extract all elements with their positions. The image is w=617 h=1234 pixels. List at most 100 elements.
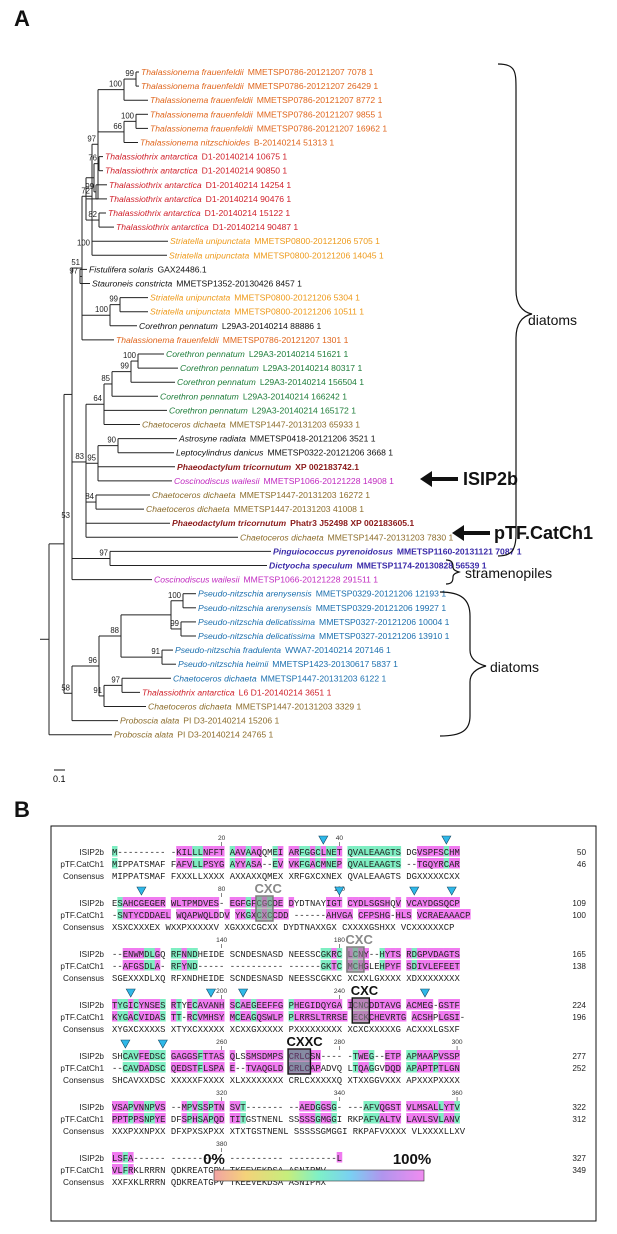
residue-shade xyxy=(272,909,279,920)
residue-shade xyxy=(128,948,134,959)
motif-box xyxy=(346,946,365,973)
residue-shade xyxy=(384,960,391,971)
residue-shade xyxy=(336,897,343,908)
residue-shade xyxy=(176,960,182,971)
residue-shade xyxy=(304,1011,311,1022)
row-end-position: 100 xyxy=(572,911,586,920)
residue-shade xyxy=(454,1113,460,1124)
sequence-row: ESAHCGEGER WLTPMDVES- EGFGFCGCDE DYDTNAY… xyxy=(112,899,460,909)
residue-shade xyxy=(170,960,177,971)
residue-shade xyxy=(133,1050,139,1061)
residue-shade xyxy=(358,897,364,908)
row-end-position: 252 xyxy=(572,1064,586,1073)
residue-shade xyxy=(422,1062,428,1073)
residue-shade xyxy=(122,1152,129,1163)
sequence-row: -SNTYCDDAEL WQAPWQLDDV YKGXCXCCDD ------… xyxy=(112,911,470,921)
residue-shade xyxy=(128,1011,134,1022)
residue-shade xyxy=(176,909,182,920)
position-tick: 280 xyxy=(334,1039,345,1046)
residue-shade xyxy=(170,1062,177,1073)
residue-shade xyxy=(304,858,311,869)
residue-shade xyxy=(347,897,353,908)
bootstrap-value: 90 xyxy=(107,436,116,445)
residue-shade xyxy=(390,1011,396,1022)
residue-shade xyxy=(112,1011,118,1022)
residue-shade xyxy=(138,1011,145,1022)
residue-shade xyxy=(416,1050,423,1061)
cysteine-triangle xyxy=(409,886,420,896)
sequence-row: MIPPATSMAF FXXXLLXXXX AXXAXXQMEX XRFGXCX… xyxy=(112,872,460,882)
residue-shade xyxy=(336,858,343,869)
residue-shade xyxy=(293,846,300,857)
residue-shade xyxy=(363,1062,369,1073)
sequence-row: MIPPATSMAF FAFVLLPSYG AYYASA--EV VKFGACM… xyxy=(112,860,460,870)
residue-shade xyxy=(181,909,188,920)
residue-shade xyxy=(443,897,450,908)
residue-shade xyxy=(309,1113,316,1124)
residue-shade xyxy=(427,897,434,908)
residue-shade xyxy=(331,909,337,920)
motif-label: CXXC xyxy=(287,1034,324,1049)
row-label: ISIP2b xyxy=(79,1154,104,1163)
cysteine-triangle xyxy=(334,886,345,896)
bootstrap-value: 99 xyxy=(170,619,179,628)
residue-shade xyxy=(202,846,209,857)
residue-shade xyxy=(336,1152,343,1163)
residue-shade xyxy=(449,858,455,869)
residue-shade xyxy=(112,1113,118,1124)
cysteine-triangle xyxy=(441,835,452,845)
bootstrap-value: 100 xyxy=(121,111,135,120)
bootstrap-value: 58 xyxy=(61,683,70,692)
residue-shade xyxy=(379,1113,386,1124)
residue-shade xyxy=(251,1062,257,1073)
sequence-row: --AFGSDLA- RFYND----- ---------- ------G… xyxy=(112,962,460,972)
residue-shade xyxy=(160,1101,166,1112)
residue-shade xyxy=(395,846,402,857)
residue-shade xyxy=(379,858,386,869)
bootstrap-value: 76 xyxy=(88,154,97,163)
motif-box xyxy=(255,895,274,922)
residue-shade xyxy=(288,858,295,869)
residue-shade xyxy=(411,1113,418,1124)
residue-shade xyxy=(219,1050,225,1061)
residue-shade xyxy=(192,999,198,1010)
cysteine-triangle xyxy=(136,886,147,896)
residue-shade xyxy=(433,1101,439,1112)
residue-shade xyxy=(117,897,123,908)
residue-shade xyxy=(133,897,139,908)
residue-shade xyxy=(406,1101,412,1112)
residue-shade xyxy=(454,1101,460,1112)
residue-shade xyxy=(395,999,402,1010)
residue-shade xyxy=(192,1101,198,1112)
residue-shade xyxy=(379,909,386,920)
residue-shade xyxy=(160,897,166,908)
residue-shade xyxy=(309,1011,316,1022)
residue-shade xyxy=(309,858,316,869)
residue-shade xyxy=(443,846,450,857)
residue-shade xyxy=(160,1113,166,1124)
residue-shade xyxy=(363,858,369,869)
residue-shade xyxy=(384,1050,391,1061)
residue-shade xyxy=(144,897,150,908)
residue-shade xyxy=(154,948,161,959)
residue-shade xyxy=(208,858,214,869)
residue-shade xyxy=(363,948,369,959)
residue-shade xyxy=(449,897,455,908)
arrow-label-ptfcatch1: pTF.CatCh1 xyxy=(494,523,593,543)
residue-shade xyxy=(117,1101,123,1112)
residue-shade xyxy=(128,1101,134,1112)
residue-shade xyxy=(288,897,295,908)
residue-shade xyxy=(240,1011,246,1022)
residue-shade xyxy=(454,858,460,869)
residue-shade xyxy=(176,1011,182,1022)
residue-shade xyxy=(395,858,402,869)
arrow-label-isip2b: ISIP2b xyxy=(463,469,518,489)
residue-shade xyxy=(213,897,220,908)
residue-shade xyxy=(379,1101,386,1112)
